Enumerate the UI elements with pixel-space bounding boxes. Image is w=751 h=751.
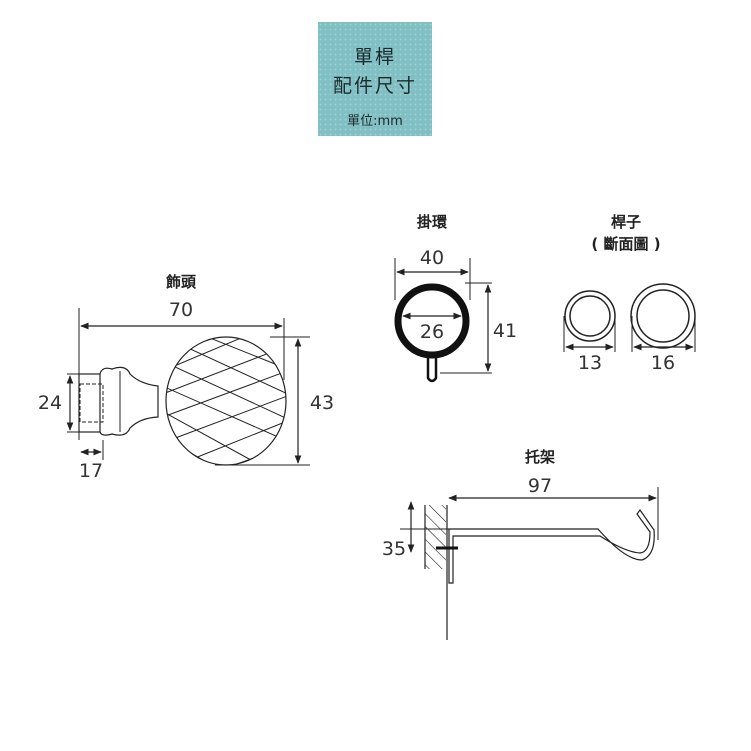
rod-sublabel: ( 斷面圖 ) <box>591 235 660 253</box>
unit-label: 單位:mm <box>347 114 403 129</box>
ring-label: 掛環 <box>417 213 448 231</box>
finial-depth-value: 17 <box>79 460 103 482</box>
finial-height-value: 43 <box>310 392 334 414</box>
rod-small-value: 13 <box>578 352 602 374</box>
title-line1: 單桿 <box>353 46 396 68</box>
ring-inner-value: 26 <box>420 321 444 343</box>
rod-large-value: 16 <box>651 352 675 374</box>
bracket-label: 托架 <box>525 448 555 466</box>
ring-circle <box>394 283 470 359</box>
title-line2: 配件尺寸 <box>332 75 417 97</box>
ring-drawing: 掛環 40 26 41 <box>394 213 517 383</box>
finial-label: 飾頭 <box>166 273 197 291</box>
bracket-drawing: 托架 97 35 <box>382 448 659 640</box>
bracket-height-value: 35 <box>382 538 406 560</box>
finial-drawing: 飾頭 70 43 24 17 <box>38 273 334 482</box>
finial-length-value: 70 <box>169 299 193 321</box>
title-box: 單桿 配件尺寸 單位:mm <box>318 22 432 136</box>
finial-socket-value: 24 <box>38 392 62 414</box>
rod-label: 桿子 <box>611 213 641 231</box>
bracket-projection-value: 97 <box>528 475 552 497</box>
ring-height-value: 41 <box>493 320 517 342</box>
ring-outer-value: 40 <box>420 247 444 269</box>
rod-drawing: 桿子 ( 斷面圖 ) 13 16 <box>563 213 696 374</box>
